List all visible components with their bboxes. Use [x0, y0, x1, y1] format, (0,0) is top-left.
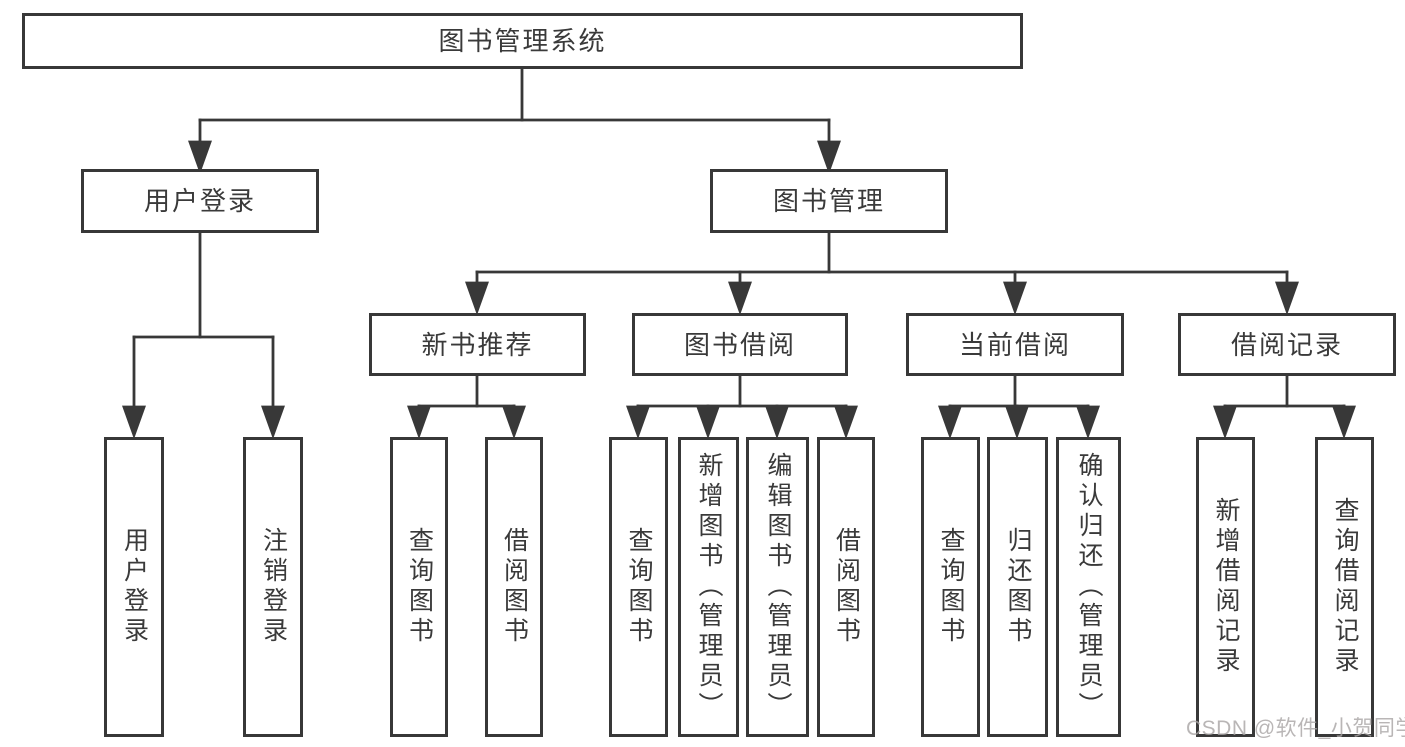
connector-current-to-leaves	[938, 374, 1100, 440]
leaf-query-books-recommend: 查询图书	[390, 437, 448, 737]
leaf-query-books-current: 查询图书	[921, 437, 980, 737]
node-label: 查询图书	[625, 527, 653, 647]
node-current-borrowing: 当前借阅	[906, 313, 1124, 376]
arrow-down-icon	[696, 405, 720, 440]
leaf-edit-books-admin: 编辑图书（管理员）	[746, 437, 809, 737]
leaf-add-books-admin: 新增图书（管理员）	[678, 437, 739, 737]
leaf-user-login: 用户登录	[104, 437, 164, 737]
arrow-down-icon	[817, 140, 841, 175]
node-label: 查询图书	[937, 527, 965, 647]
connector-root-to-level2	[188, 67, 841, 175]
arrow-down-icon	[626, 405, 650, 440]
arrow-down-icon	[938, 405, 962, 440]
arrow-down-icon	[188, 140, 212, 175]
node-label: 图书管理系统	[438, 26, 607, 56]
node-label: 查询图书	[405, 527, 434, 647]
connector-userlogin-to-leaves	[122, 231, 285, 440]
node-label: 用户登录	[143, 186, 256, 216]
arrow-down-icon	[765, 405, 789, 440]
arrow-down-icon	[1003, 281, 1027, 316]
node-borrowing-records: 借阅记录	[1178, 313, 1396, 376]
leaf-query-borrow-record: 查询借阅记录	[1315, 437, 1374, 737]
arrow-down-icon	[502, 405, 526, 440]
node-new-book-recommend: 新书推荐	[369, 313, 586, 376]
node-label: 编辑图书（管理员）	[764, 452, 792, 722]
arrow-down-icon	[834, 405, 858, 440]
leaf-query-books-borrowing: 查询图书	[609, 437, 668, 737]
node-label: 借阅图书	[500, 527, 529, 647]
watermark: CSDN @软件_小贺同学	[1186, 717, 1405, 740]
node-label: 新书推荐	[421, 329, 534, 360]
node-label: 确认归还（管理员）	[1075, 452, 1103, 722]
arrow-down-icon	[1332, 405, 1356, 440]
node-label: 图书管理	[772, 186, 885, 216]
leaf-add-borrow-record: 新增借阅记录	[1196, 437, 1255, 737]
node-label: 图书借阅	[683, 329, 796, 360]
node-label: 借阅记录	[1230, 329, 1343, 360]
connector-newbook-to-leaves	[407, 374, 526, 440]
arrow-down-icon	[728, 281, 752, 316]
node-label: 新增借阅记录	[1212, 497, 1240, 677]
leaf-borrow-books-recommend: 借阅图书	[485, 437, 543, 737]
arrow-down-icon	[407, 405, 431, 440]
node-label: 查询借阅记录	[1331, 497, 1359, 677]
node-label: 借阅图书	[832, 527, 861, 647]
node-book-management: 图书管理	[710, 169, 948, 233]
arrow-down-icon	[1275, 281, 1299, 316]
leaf-confirm-return-admin: 确认归还（管理员）	[1056, 437, 1121, 737]
leaf-return-books: 归还图书	[987, 437, 1048, 737]
connector-bookmgmt-to-level3	[465, 231, 1299, 316]
node-label: 新增图书（管理员）	[695, 452, 723, 722]
leaf-borrow-books-borrowing: 借阅图书	[817, 437, 875, 737]
node-book-borrowing: 图书借阅	[632, 313, 848, 376]
arrow-down-icon	[122, 405, 146, 440]
node-root: 图书管理系统	[22, 13, 1023, 69]
arrow-down-icon	[1213, 405, 1237, 440]
node-label: 用户登录	[120, 527, 149, 647]
node-user-login: 用户登录	[81, 169, 319, 233]
arrow-down-icon	[261, 405, 285, 440]
connector-borrowing-to-leaves	[626, 374, 858, 440]
arrow-down-icon	[1076, 405, 1100, 440]
arrow-down-icon	[465, 281, 489, 316]
connector-records-to-leaves	[1213, 374, 1356, 440]
arrow-down-icon	[1005, 405, 1029, 440]
leaf-logout: 注销登录	[243, 437, 303, 737]
node-label: 注销登录	[259, 527, 288, 647]
node-label: 当前借阅	[958, 329, 1071, 360]
node-label: 归还图书	[1004, 527, 1032, 647]
